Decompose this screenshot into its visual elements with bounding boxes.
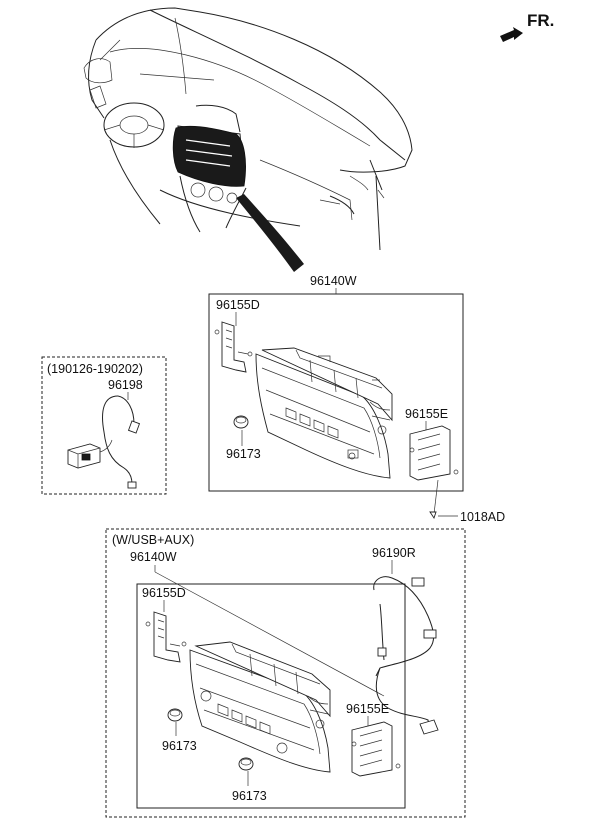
bracket-right-top-label: 96155E (405, 407, 448, 421)
aux-cable-96198 (67, 395, 141, 489)
mounting-bracket-left-bottom (145, 611, 187, 663)
main-unit-bottom-box (136, 583, 406, 809)
mounting-bracket-right-bottom (351, 721, 401, 777)
mounting-bracket-left-top (214, 321, 253, 373)
usb-cable-96190r (373, 576, 439, 735)
usb-aux-variant-box (105, 528, 466, 818)
screw-label: 1018AD (460, 510, 505, 524)
main-unit-top-box (208, 293, 464, 492)
dashboard-overview-illustration (83, 7, 413, 272)
audio-head-unit-bottom (189, 641, 331, 773)
knob-bottom-1 (167, 708, 183, 722)
bracket-left-bottom-label: 96155D (142, 586, 186, 600)
bracket-left-top-label: 96155D (216, 298, 260, 312)
main-unit-top-label: 96140W (310, 274, 357, 288)
bracket-right-bottom-label: 96155E (346, 702, 389, 716)
knob-top-label: 96173 (226, 447, 261, 461)
front-arrow-icon (500, 27, 523, 42)
usb-aux-label: (W/USB+AUX) (112, 533, 194, 547)
usb-cable-label: 96190R (372, 546, 416, 560)
front-direction-indicator: FR. (500, 11, 554, 42)
knob-bottom-2 (238, 757, 254, 771)
mounting-bracket-right-top (409, 425, 459, 481)
knob-top (233, 415, 249, 429)
date-range-variant-box (41, 356, 167, 495)
date-range-label: (190126-190202) (47, 362, 143, 376)
audio-head-unit-top (255, 347, 393, 479)
cable-96198-label: 96198 (108, 378, 143, 392)
knob-bottom-2-label: 96173 (232, 789, 267, 803)
main-unit-bottom-label: 96140W (130, 550, 177, 564)
knob-bottom-1-label: 96173 (162, 739, 197, 753)
orientation-label: FR. (527, 11, 554, 30)
screw-1018ad (429, 479, 458, 520)
